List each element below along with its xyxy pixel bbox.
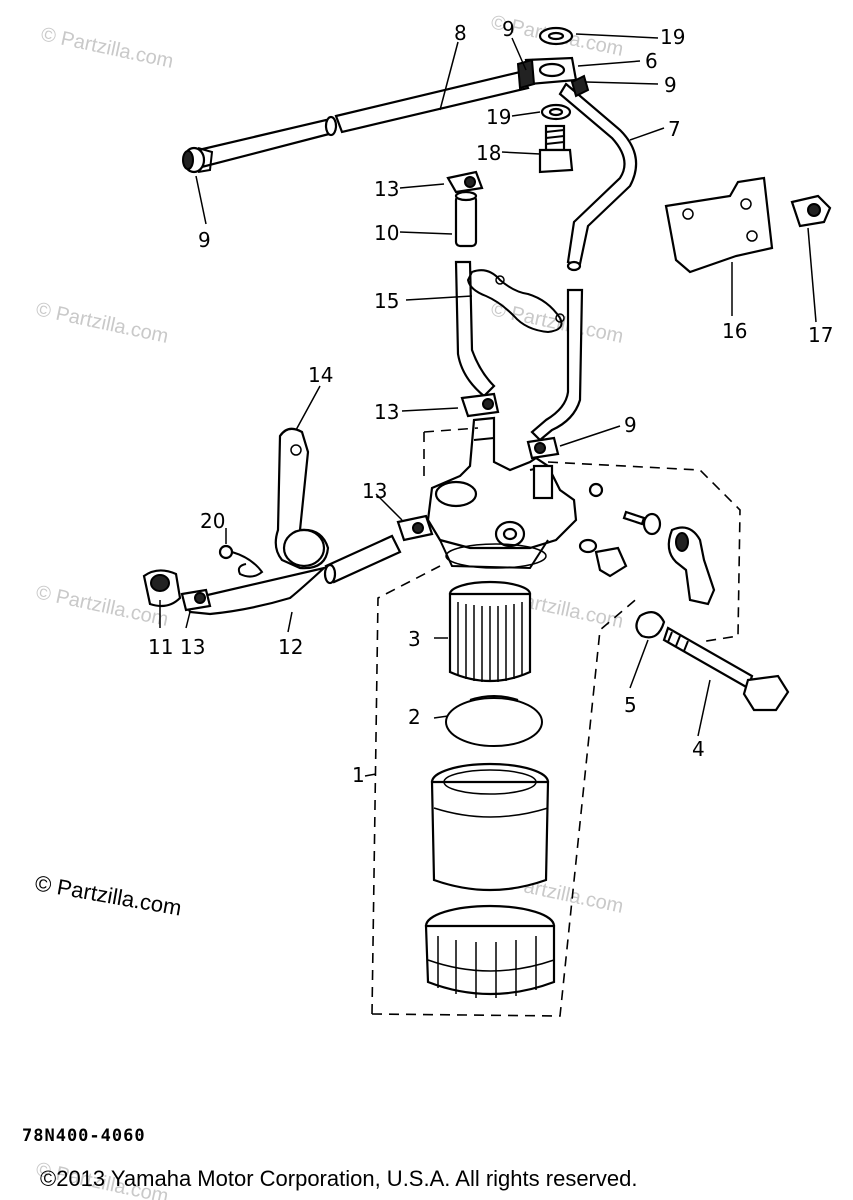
watermark-text: © Partzilla.com (34, 298, 170, 348)
hose-left-vertical (454, 260, 496, 398)
clip-13-head (460, 392, 500, 418)
callout-9: 9 (624, 413, 637, 437)
callout-19: 19 (660, 25, 685, 49)
watermark-text: © Partzilla.com (39, 23, 175, 73)
callout-13: 13 (180, 635, 205, 659)
bracket-16 (664, 176, 774, 274)
plug-washer (578, 538, 628, 578)
bolt-18 (538, 124, 574, 174)
clip-13-line (396, 514, 434, 542)
callout-13: 13 (374, 177, 399, 201)
hose-clip-9-right (570, 74, 590, 98)
assembly-dashed-outline (371, 427, 741, 1017)
washer-5 (635, 611, 666, 639)
callout-labels: 8 9 19 6 9 19 7 18 9 13 10 15 16 17 14 1… (148, 17, 833, 787)
callout-10: 10 (374, 221, 399, 245)
callout-9: 9 (502, 17, 515, 41)
callout-6: 6 (645, 49, 658, 73)
connector-11 (142, 569, 182, 608)
leader-lines (159, 33, 817, 777)
filter-head (426, 416, 604, 570)
pin-20 (218, 544, 264, 578)
joint-6 (516, 56, 578, 90)
callout-17: 17 (808, 323, 833, 347)
hose-10 (454, 190, 478, 248)
washer-19-top (538, 26, 574, 46)
filter-element-3 (448, 580, 532, 683)
callout-13: 13 (374, 400, 399, 424)
clip-13-bottom-left (180, 588, 212, 612)
callout-9: 9 (664, 73, 677, 97)
callout-14: 14 (308, 363, 333, 387)
clip-9-head (526, 436, 560, 460)
callout-1: 1 (352, 763, 365, 787)
callout-20: 20 (200, 509, 225, 533)
callout-11: 11 (148, 635, 173, 659)
clip-13-top (446, 170, 484, 194)
hose-12 (184, 534, 402, 616)
callout-12: 12 (278, 635, 303, 659)
retainer-15 (466, 269, 565, 334)
callout-18: 18 (476, 141, 501, 165)
screw-and-washer (622, 510, 662, 536)
callout-5: 5 (624, 693, 637, 717)
callout-7: 7 (668, 117, 681, 141)
drain-knob (667, 526, 716, 606)
watermark-layer: © Partzilla.com © Partzilla.com © Partzi… (34, 11, 625, 1200)
callout-8: 8 (454, 21, 467, 45)
callout-15: 15 (374, 289, 399, 313)
hanger-14 (274, 427, 330, 570)
callout-3: 3 (408, 627, 421, 651)
clip-17 (790, 194, 832, 228)
callout-13: 13 (362, 479, 387, 503)
watermark-partzilla: © Partzilla.com (33, 870, 183, 920)
callout-4: 4 (692, 737, 705, 761)
copyright-notice: ©2013 Yamaha Motor Corporation, U.S.A. A… (40, 1166, 637, 1191)
hose-7 (530, 82, 638, 442)
o-ring-2 (445, 695, 543, 747)
callout-9: 9 (198, 228, 211, 252)
callout-16: 16 (722, 319, 747, 343)
diagram-code: 78N400-4060 (22, 1126, 146, 1146)
callout-2: 2 (408, 705, 421, 729)
filter-cup (430, 762, 550, 892)
bolt-4 (662, 626, 790, 712)
watermark-text: © Partzilla.com (489, 298, 625, 348)
washer-19-lower (540, 103, 572, 121)
hose-clip-9-left (182, 146, 214, 174)
callout-19: 19 (486, 105, 511, 129)
hose-8 (188, 70, 530, 170)
cup-ring-nut (424, 904, 556, 998)
